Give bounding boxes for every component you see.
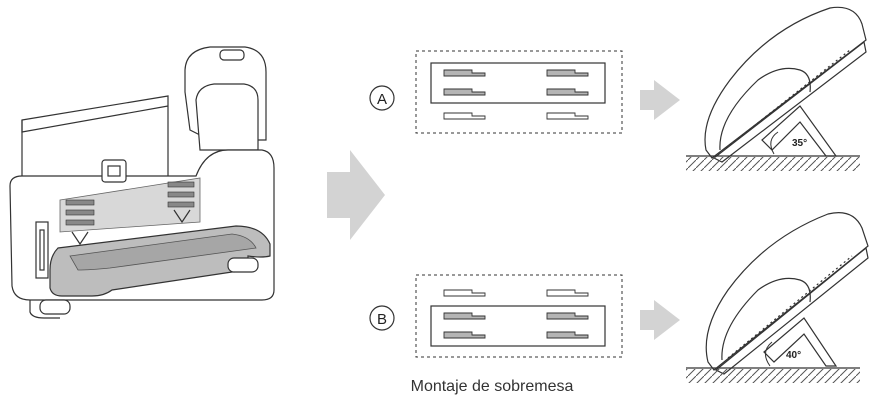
arrow-b-icon (640, 300, 680, 340)
big-arrow-icon (327, 150, 385, 240)
phone-side-a (704, 6, 867, 163)
option-b: B 40° (369, 212, 869, 383)
slot-box-a (415, 50, 623, 134)
angle-label-a: 35° (792, 138, 807, 149)
phone-side-b (705, 212, 869, 375)
caption-text: Montaje de sobremesa (410, 378, 574, 395)
phone-back-view (9, 46, 275, 319)
arrow-a-icon (640, 80, 680, 120)
option-a: A 35° (369, 6, 867, 171)
option-b-letter: B (377, 311, 387, 328)
slot-box-b (415, 274, 623, 358)
highlight-frame-a (430, 62, 606, 104)
highlight-frame-b (430, 305, 606, 347)
circle-a-icon (369, 85, 395, 111)
option-a-letter: A (377, 91, 387, 108)
caption: Montaje de sobremesa (0, 378, 880, 396)
circle-b-icon (369, 305, 395, 331)
angle-label-b: 40° (786, 350, 801, 361)
